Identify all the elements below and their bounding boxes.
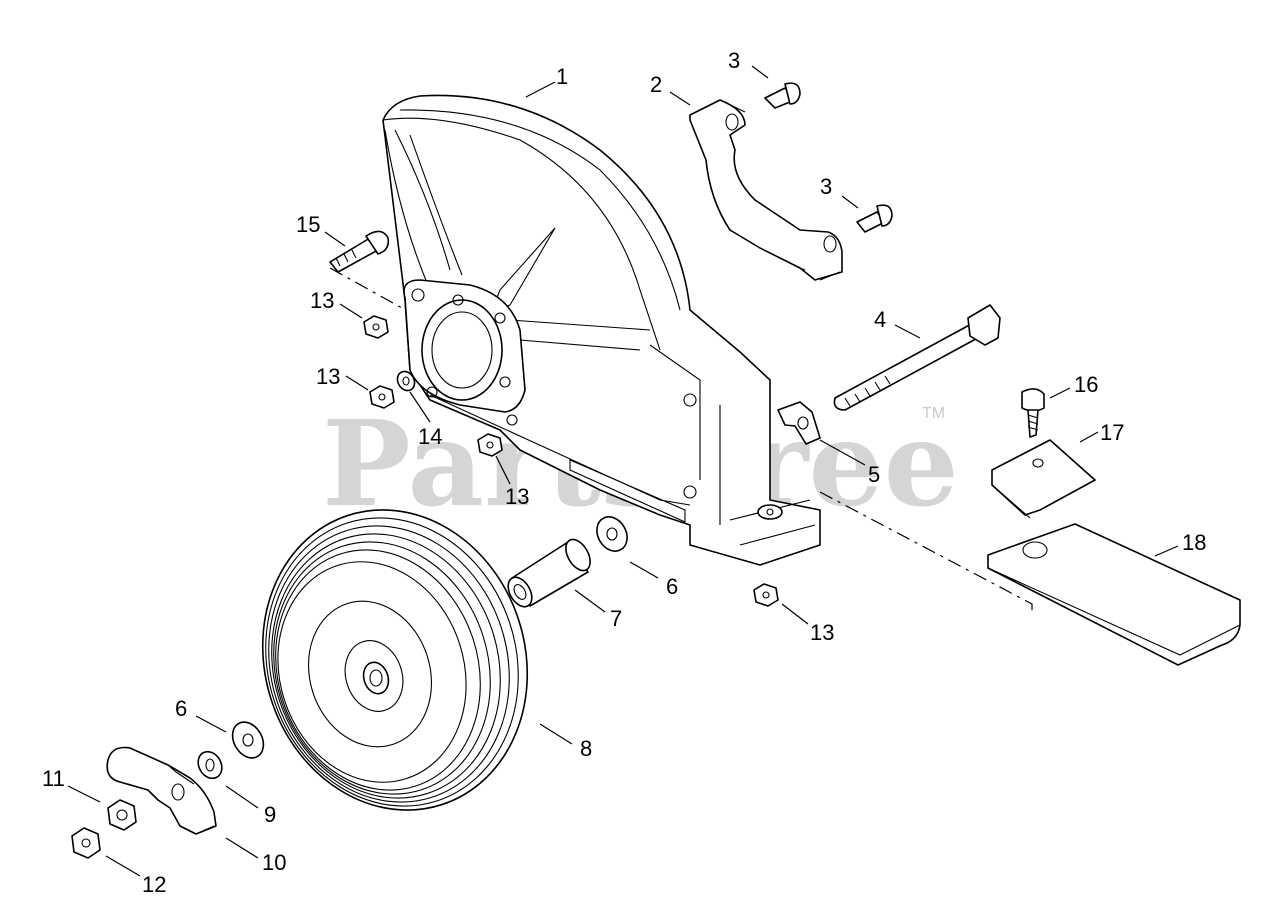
shoe-plate-part[interactable] — [991, 439, 1096, 519]
callout-13-d: 13 — [810, 620, 834, 645]
axle-centerline — [329, 267, 1033, 612]
callout-13-a: 13 — [310, 288, 334, 313]
callout-6-upper: 6 — [666, 574, 678, 599]
nut-13-c-part[interactable] — [477, 433, 503, 457]
bolt-15-part[interactable] — [329, 230, 390, 273]
long-bolt-part[interactable] — [833, 304, 1001, 411]
nut-13-a-part[interactable] — [363, 315, 389, 339]
callout-5: 5 — [868, 462, 880, 487]
screw-upper-part[interactable] — [764, 82, 801, 109]
nut-13-b-part[interactable] — [369, 385, 395, 409]
callout-9: 9 — [264, 802, 276, 827]
watermark-trademark: TM — [922, 405, 945, 422]
callout-1: 1 — [556, 64, 568, 89]
clip-nut-part[interactable] — [777, 401, 821, 445]
callout-13-c: 13 — [505, 484, 529, 509]
callout-3-upper: 3 — [728, 48, 740, 73]
callouts: 1 2 3 3 4 5 6 6 7 8 9 10 11 12 13 13 13 … — [42, 48, 1206, 897]
callout-16: 16 — [1074, 372, 1098, 397]
callout-2: 2 — [650, 72, 662, 97]
callout-13-b: 13 — [316, 364, 340, 389]
callout-12: 12 — [142, 872, 166, 897]
callout-15: 15 — [296, 212, 320, 237]
washer-upper-part[interactable] — [591, 511, 633, 556]
callout-17: 17 — [1100, 420, 1124, 445]
screw-lower-part[interactable] — [856, 204, 893, 233]
blade-guard-part[interactable] — [382, 94, 821, 566]
callout-8: 8 — [580, 736, 592, 761]
adjuster-lever-part[interactable] — [106, 746, 217, 835]
callout-18: 18 — [1182, 530, 1206, 555]
lock-washer-part[interactable] — [193, 747, 226, 782]
callout-4: 4 — [874, 307, 886, 332]
nut-12-part[interactable] — [71, 827, 101, 859]
callout-10: 10 — [262, 850, 286, 875]
flat-plate-part[interactable] — [987, 523, 1241, 666]
callout-11: 11 — [42, 766, 65, 791]
lock-washer-14-part[interactable] — [394, 368, 418, 393]
bracket-part[interactable] — [689, 99, 843, 281]
callout-3-lower: 3 — [820, 174, 832, 199]
callout-6-lower: 6 — [175, 696, 187, 721]
washer-lower-part[interactable] — [226, 717, 269, 764]
wheel-part[interactable] — [224, 475, 565, 844]
spacer-tube-part[interactable] — [503, 535, 595, 611]
nut-13-d-part[interactable] — [753, 583, 779, 607]
nut-11-part[interactable] — [107, 799, 137, 831]
screw-small-part[interactable] — [1021, 388, 1045, 438]
callout-14: 14 — [418, 424, 442, 449]
leader-lines — [67, 65, 1179, 877]
callout-7: 7 — [610, 606, 622, 631]
